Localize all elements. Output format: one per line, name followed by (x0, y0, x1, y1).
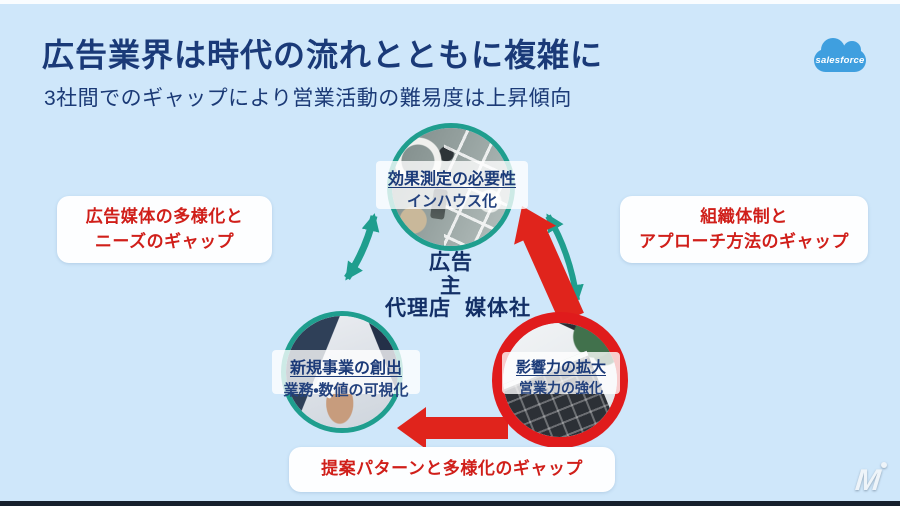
bottom-edge-strip (0, 501, 900, 506)
agency-subheading: 業務・数値の可視化 (283, 382, 409, 399)
salesforce-logo-text: salesforce (815, 55, 865, 66)
media-caption: 影響力の拡大 営業力の強化 (502, 352, 620, 396)
advertiser-subheading: インハウス化 (406, 193, 497, 210)
advertiser-caption: 効果測定の必要性 インハウス化 (376, 161, 528, 210)
callout-right-line1: 組織体制と (700, 207, 788, 227)
teal-double-arrow-left (344, 213, 380, 281)
agency-caption: 新規事業の創出 業務・数値の可視化 (272, 350, 420, 399)
callout-right-line2: アプローチ方法のギャップ (639, 231, 849, 251)
red-arrow-left (397, 407, 508, 449)
callout-left-gap: 広告媒体の多様化と ニーズのギャップ (57, 196, 272, 263)
mi-watermark-icon: M (848, 462, 888, 498)
callout-bottom-gap: 提案パターンと多様化のギャップ (289, 447, 615, 492)
teal-double-arrow-right (545, 213, 584, 303)
callout-left-line1: 広告媒体の多様化と (85, 207, 244, 227)
advertiser-group-line1: 広告 (429, 251, 473, 274)
mi-watermark-letter: M (853, 464, 883, 497)
advertiser-heading: 効果測定の必要性 (387, 171, 516, 188)
media-heading: 影響力の拡大 (515, 359, 606, 376)
media-subheading: 営業力の強化 (519, 380, 603, 396)
page-title: 広告業界は時代の流れとともに複雑に (42, 37, 604, 73)
agency-group-label: 代理店 (385, 297, 451, 320)
callout-right-gap: 組織体制と アプローチ方法のギャップ (620, 196, 868, 263)
advertiser-group-line2: 主 (440, 274, 462, 298)
page-subtitle: 3社間でのギャップにより営業活動の難易度は上昇傾向 (44, 87, 572, 110)
media-group-label: 媒体社 (465, 297, 531, 320)
callout-bottom-line1: 提案パターンと多様化のギャップ (321, 459, 583, 479)
advertiser-group-label: 広告 主 (411, 251, 491, 298)
agency-heading: 新規事業の創出 (289, 360, 402, 377)
callout-left-line2: ニーズのギャップ (94, 231, 235, 251)
salesforce-logo-icon: salesforce (814, 38, 866, 72)
top-edge-strip (0, 0, 900, 4)
